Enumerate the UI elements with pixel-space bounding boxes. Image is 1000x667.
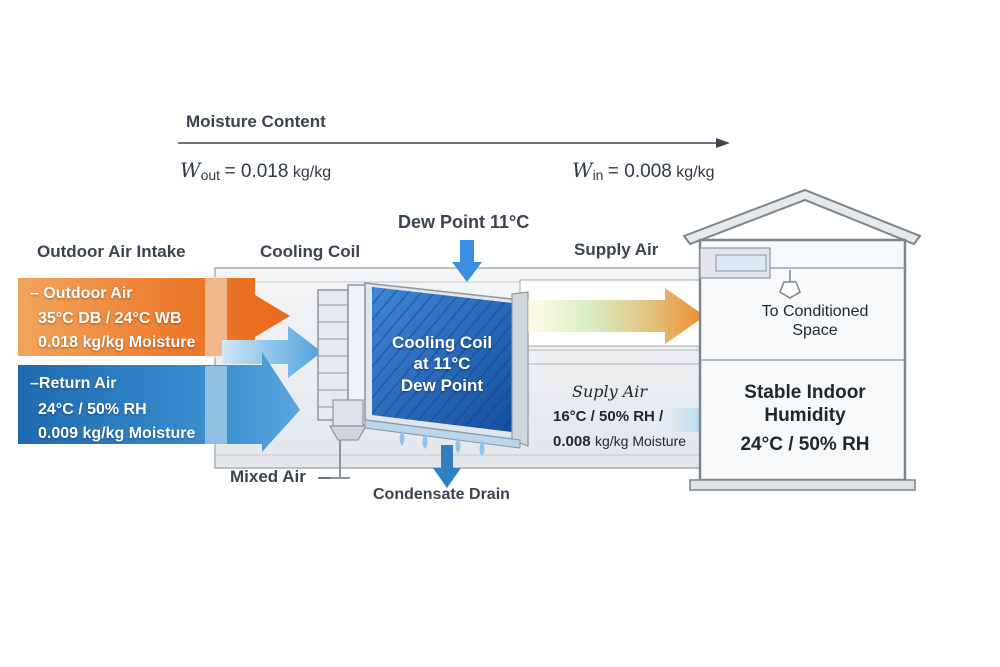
w-out-unit: kg/kg <box>292 164 332 181</box>
return-air-moisture: 0.009 kg/kg Moisture <box>38 425 196 442</box>
outdoor-air-title: – Outdoor Air <box>30 285 133 302</box>
supply-air-conditions: 16°C / 50% RH / <box>553 408 664 425</box>
w-out-readout: Wout = 0.018 kg/kg <box>180 158 331 184</box>
to-conditioned-line1: To Conditioned <box>761 303 869 320</box>
coil-label-line3: Dew Point <box>400 375 484 395</box>
mixing-damper <box>317 284 371 479</box>
coil-label: Cooling Coil at 11°C Dew Point <box>382 332 502 396</box>
return-air-title: –Return Air <box>30 375 117 392</box>
w-in-unit: kg/kg <box>676 164 715 181</box>
to-conditioned-line2: Space <box>792 322 838 340</box>
w-out-symbol: W <box>180 158 201 182</box>
condensate-drops <box>399 430 485 456</box>
to-conditioned-space-label: To Conditioned Space <box>735 302 895 340</box>
supply-air-moisture-unit: kg/kg Moisture <box>595 433 687 449</box>
stable-line2: Humidity <box>764 404 846 426</box>
return-air-conditions: 24°C / 50% RH <box>38 401 147 418</box>
moisture-content-title: Moisture Content <box>186 112 326 131</box>
mixed-air-label: Mixed Air <box>230 467 306 486</box>
cooling-coil-label: Cooling Coil <box>260 242 361 261</box>
conditioned-space-house <box>682 188 922 491</box>
supply-air-moisture: 0.008 kg/kg Moisture <box>553 432 686 451</box>
supply-air-moisture-value: 0.008 <box>553 433 591 450</box>
return-air-arrow <box>18 352 300 452</box>
stable-indoor-humidity-label: Stable Indoor Humidity 24°C / 50% RH <box>715 382 895 456</box>
coil-label-line1: Cooling Coil <box>391 333 493 352</box>
cooling-coil <box>364 282 529 449</box>
supply-air-arrow <box>528 288 705 344</box>
w-out-value: = 0.018 <box>224 161 289 182</box>
condensate-drain-arrow <box>433 445 461 488</box>
w-out-subscript: out <box>200 167 221 183</box>
outdoor-air-conditions: 35°C DB / 24°C WB <box>38 310 182 327</box>
supply-air-detail-title: Suply Air <box>572 382 648 401</box>
w-in-readout: Win = 0.008 kg/kg <box>572 158 715 184</box>
w-in-subscript: in <box>592 167 604 183</box>
w-in-symbol: W <box>572 158 593 182</box>
outdoor-air-intake-label: Outdoor Air Intake <box>37 242 186 261</box>
stable-line1: Stable Indoor <box>744 382 866 403</box>
stable-line3: 24°C / 50% RH <box>740 433 870 455</box>
condensate-drain-label: Condensate Drain <box>373 486 510 503</box>
mixed-air-arrow <box>222 326 322 378</box>
dew-point-arrow <box>452 240 482 282</box>
dew-point-label: Dew Point 11°C <box>398 212 530 232</box>
outdoor-air-arrow <box>18 276 290 358</box>
supply-air-label: Supply Air <box>574 240 659 259</box>
moisture-arrow <box>178 138 730 148</box>
w-in-value: = 0.008 <box>607 161 672 182</box>
outdoor-air-moisture: 0.018 kg/kg Moisture <box>38 334 196 351</box>
coil-label-line2: at 11°C <box>413 354 471 374</box>
